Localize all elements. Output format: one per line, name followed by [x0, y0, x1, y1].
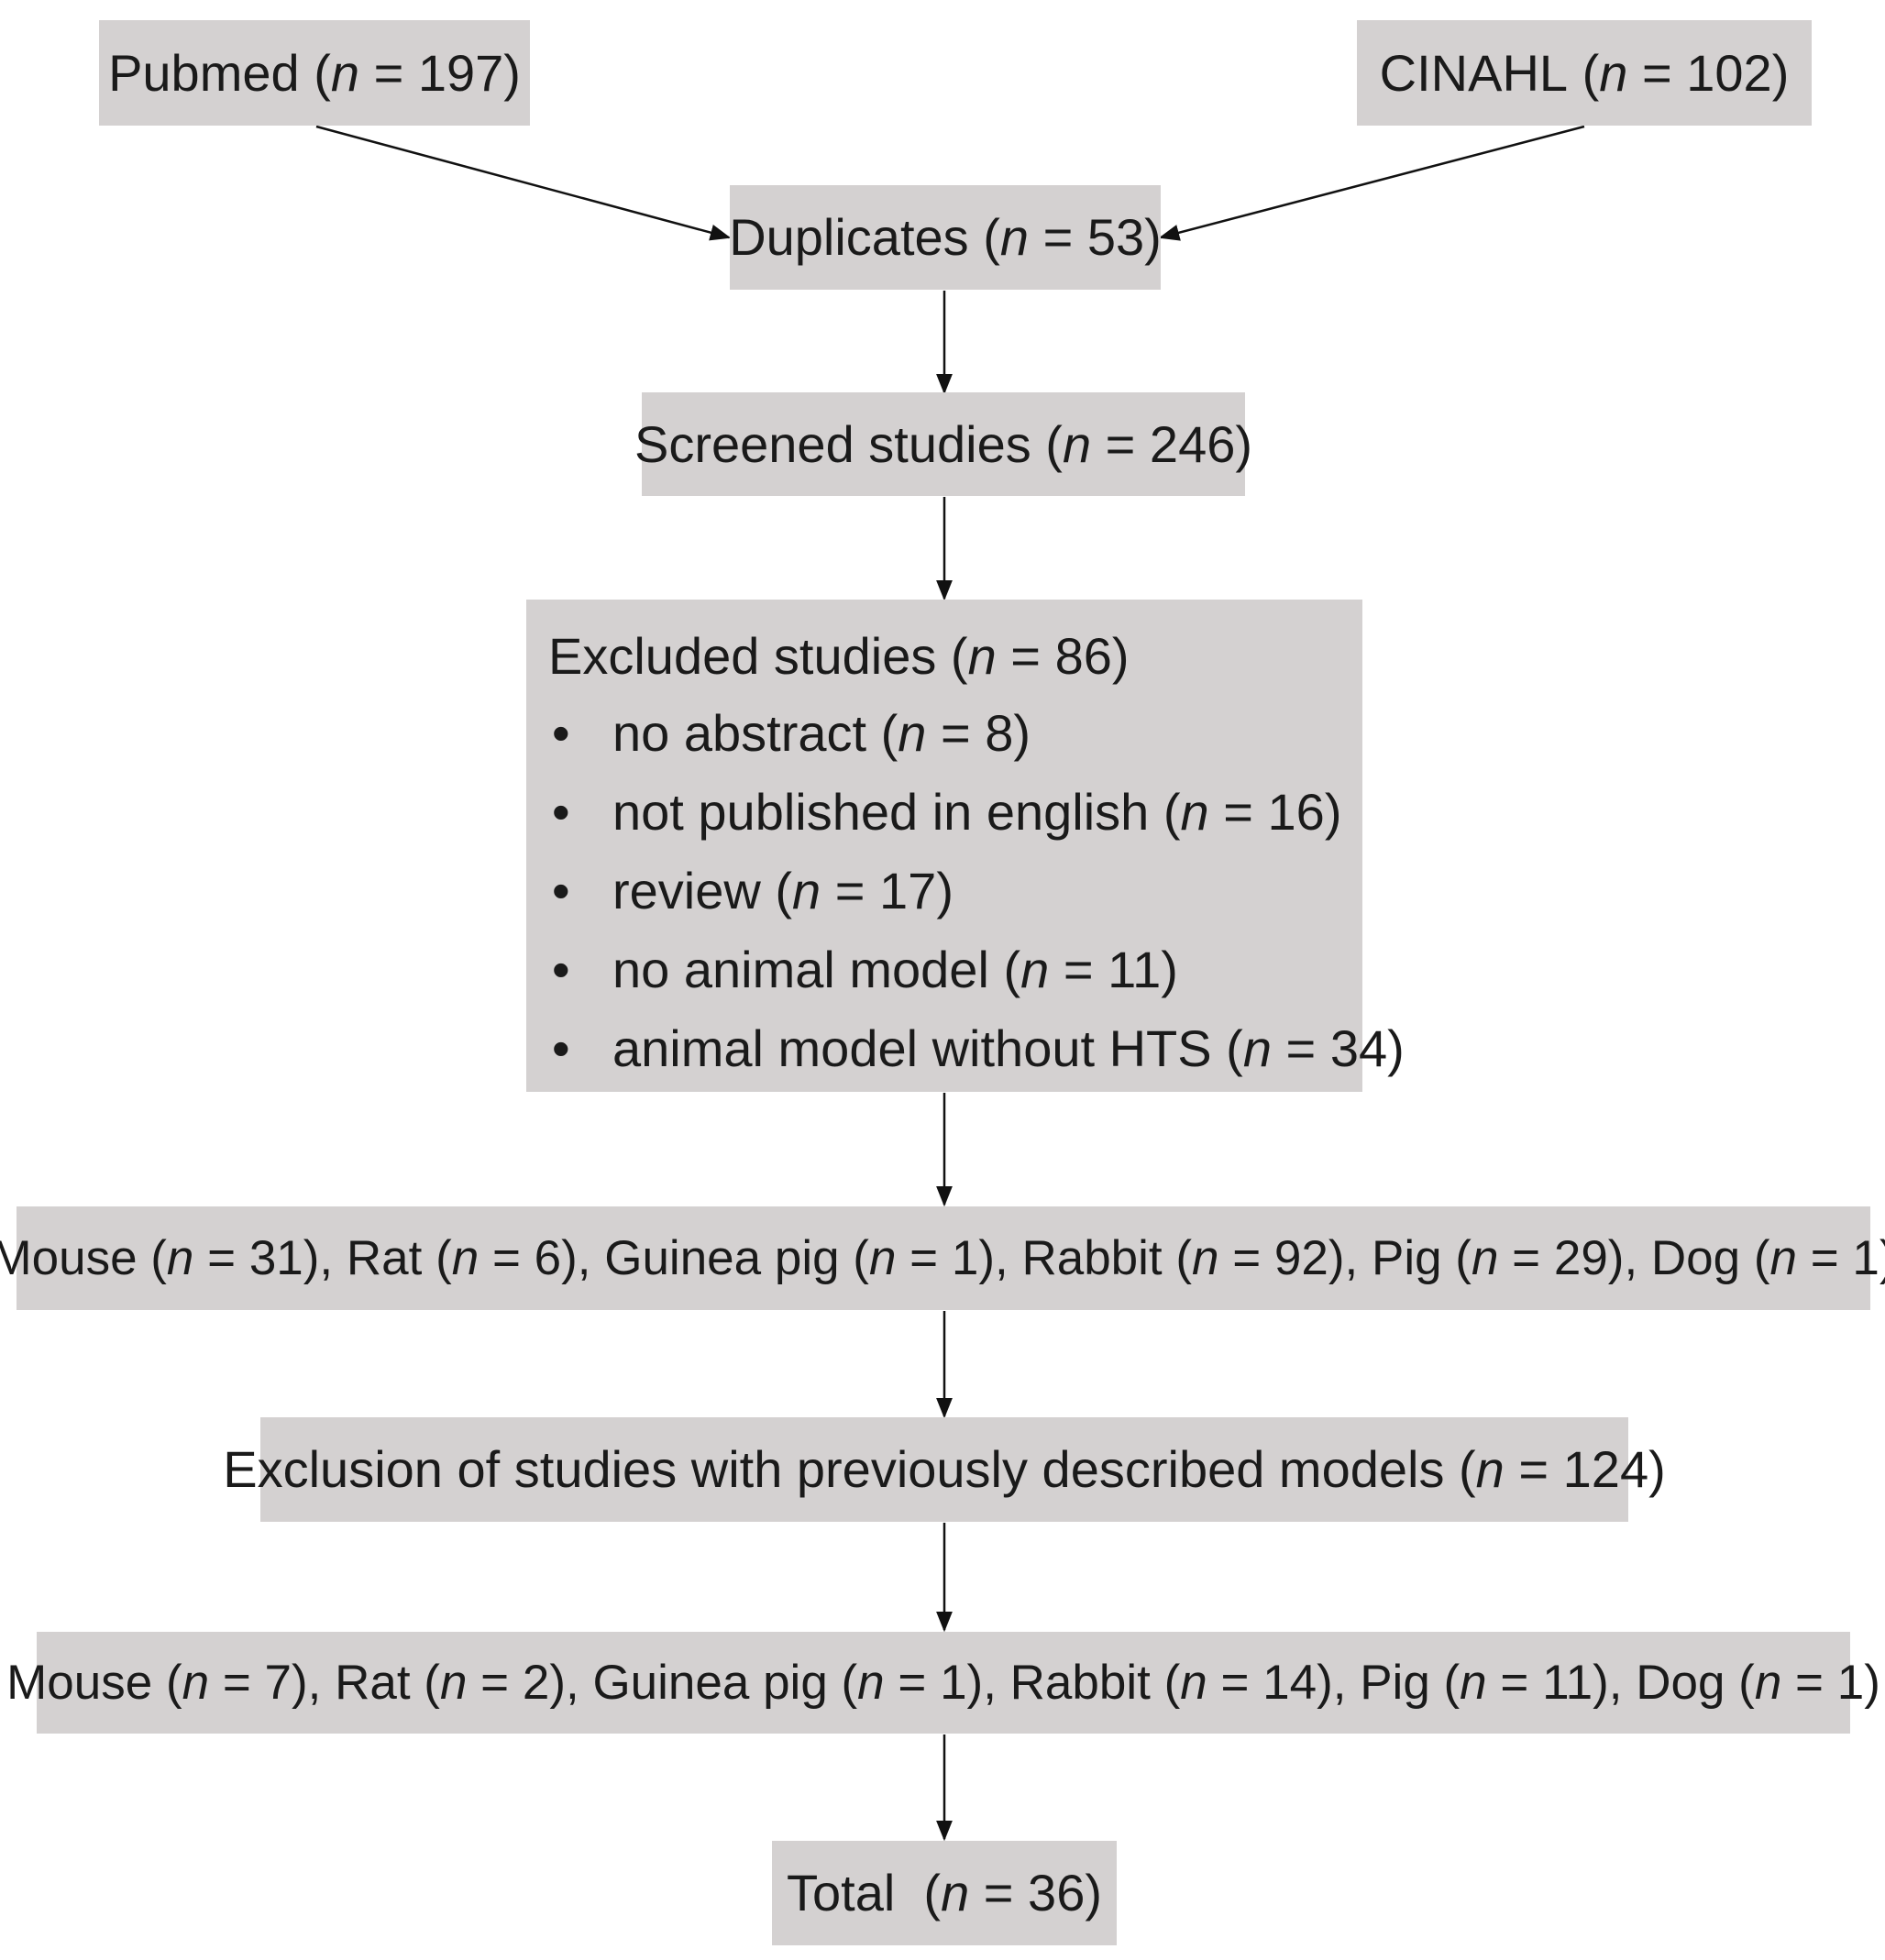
n-symbol: n	[1769, 1231, 1797, 1285]
pig-count: 11	[1542, 1656, 1593, 1710]
n-symbol: n	[1062, 414, 1092, 473]
guinea-pig-label: Guinea pig	[604, 1231, 840, 1285]
exclusion-previous-label: Exclusion of studies with previously des…	[223, 1440, 1445, 1498]
n-symbol: n	[1242, 1019, 1272, 1077]
guinea-pig-label: Guinea pig	[592, 1656, 828, 1710]
n-symbol: n	[868, 1231, 897, 1285]
pubmed-count: 197	[417, 43, 504, 102]
species-all-box: Mouse (n = 31 ), Rat (n = 6), Guinea pig…	[0, 1206, 1885, 1310]
excluded-heading: Excluded studies (n = 86)	[548, 627, 1130, 685]
pig-label: Pig	[1360, 1656, 1430, 1710]
exclusion-previous-count: 124	[1562, 1440, 1649, 1498]
mouse-label: Mouse	[0, 1231, 138, 1285]
rat-count: 2	[522, 1656, 550, 1710]
duplicates-label: Duplicates	[729, 208, 969, 266]
n-symbol: n	[941, 1864, 970, 1921]
dog-label: Dog	[1650, 1231, 1741, 1285]
exclusion-previous-box: Exclusion of studies with previously des…	[223, 1417, 1666, 1522]
duplicates-box: Duplicates (n = 53)	[729, 185, 1162, 290]
excluded-item: •review (n = 17)	[552, 862, 954, 919]
bullet-icon: •	[552, 704, 570, 762]
bullet-icon: •	[552, 783, 570, 841]
excluded-item-label: no abstract	[612, 704, 867, 762]
excluded-item: •no animal model (n = 11)	[552, 941, 1178, 998]
mouse-count: 31	[248, 1231, 303, 1285]
mouse-count: 7	[264, 1656, 292, 1710]
pubmed-box: Pubmed (n = 197)	[99, 20, 530, 126]
n-symbol: n	[1180, 783, 1209, 841]
n-symbol: n	[857, 1656, 885, 1710]
arrow-pubmed-to-duplicates	[315, 125, 732, 241]
rabbit-count: 92	[1273, 1231, 1328, 1285]
bullet-icon: •	[552, 941, 570, 998]
mouse-label: Mouse	[6, 1656, 153, 1710]
n-symbol: n	[166, 1231, 194, 1285]
n-symbol: n	[792, 862, 821, 919]
excluded-item-count: 17	[879, 862, 937, 919]
rabbit-label: Rabbit	[1009, 1656, 1151, 1710]
n-symbol: n	[439, 1656, 468, 1710]
total-count: 36	[1028, 1864, 1086, 1921]
guinea-pig-count: 1	[951, 1231, 979, 1285]
arrow-cinahl-to-duplicates	[1158, 125, 1585, 241]
screened-label: Screened studies	[634, 414, 1031, 473]
n-symbol: n	[967, 627, 997, 685]
excluded-item: •animal model without HTS (n = 34)	[552, 1019, 1405, 1077]
cinahl-label: CINAHL	[1379, 43, 1569, 102]
screened-count: 246	[1149, 414, 1236, 473]
pubmed-label: Pubmed	[108, 43, 300, 102]
n-symbol: n	[1020, 941, 1050, 998]
screened-box: Screened studies (n = 246)	[634, 392, 1252, 496]
excluded-item-count: 11	[1108, 941, 1162, 998]
dog-label: Dog	[1636, 1656, 1725, 1710]
n-symbol: n	[1599, 43, 1628, 102]
n-symbol: n	[1754, 1656, 1782, 1710]
excluded-count: 86	[1054, 627, 1112, 685]
n-symbol: n	[1471, 1231, 1499, 1285]
excluded-item-count: 8	[985, 704, 1014, 762]
cinahl-count: 102	[1686, 43, 1772, 102]
dog-count: 1	[1836, 1656, 1865, 1710]
rabbit-label: Rabbit	[1021, 1231, 1163, 1285]
species-final-box: Mouse (n = 7), Rat (n = 2), Guinea pig (…	[6, 1632, 1880, 1734]
rabbit-count: 14	[1262, 1656, 1317, 1710]
n-symbol: n	[182, 1656, 210, 1710]
excluded-label: Excluded studies	[548, 627, 937, 685]
rat-count: 6	[534, 1231, 562, 1285]
rat-label: Rat	[335, 1656, 411, 1710]
duplicates-count: 53	[1086, 208, 1145, 266]
excluded-box: Excluded studies (n = 86) •no abstract (…	[526, 600, 1405, 1092]
pig-label: Pig	[1371, 1231, 1442, 1285]
bullet-icon: •	[552, 1019, 570, 1077]
n-symbol: n	[451, 1231, 480, 1285]
excluded-item: •no abstract (n = 8)	[552, 704, 1031, 762]
excluded-item: •not published in english (n = 16)	[552, 783, 1342, 841]
n-symbol: n	[999, 208, 1030, 266]
n-symbol: n	[1460, 1656, 1487, 1710]
cinahl-box: CINAHL (n = 102)	[1357, 20, 1812, 126]
guinea-pig-count: 1	[940, 1656, 967, 1710]
rat-label: Rat	[346, 1231, 423, 1285]
n-symbol: n	[1475, 1440, 1505, 1498]
n-symbol: n	[1192, 1231, 1219, 1285]
dog-count: 1	[1852, 1231, 1879, 1285]
excluded-item-label: no animal model	[612, 941, 989, 998]
total-box: Total (n = 36)	[772, 1841, 1117, 1945]
n-symbol: n	[1180, 1656, 1207, 1710]
n-symbol: n	[330, 43, 360, 102]
excluded-item-label: not published in english	[612, 783, 1150, 841]
excluded-item-count: 34	[1329, 1019, 1388, 1077]
pig-count: 29	[1553, 1231, 1608, 1285]
total-label: Total	[787, 1864, 896, 1921]
excluded-item-label: animal model without HTS	[612, 1019, 1212, 1077]
n-symbol: n	[898, 704, 927, 762]
excluded-item-label: review	[612, 862, 761, 919]
excluded-item-count: 16	[1267, 783, 1325, 841]
bullet-icon: •	[552, 862, 570, 919]
